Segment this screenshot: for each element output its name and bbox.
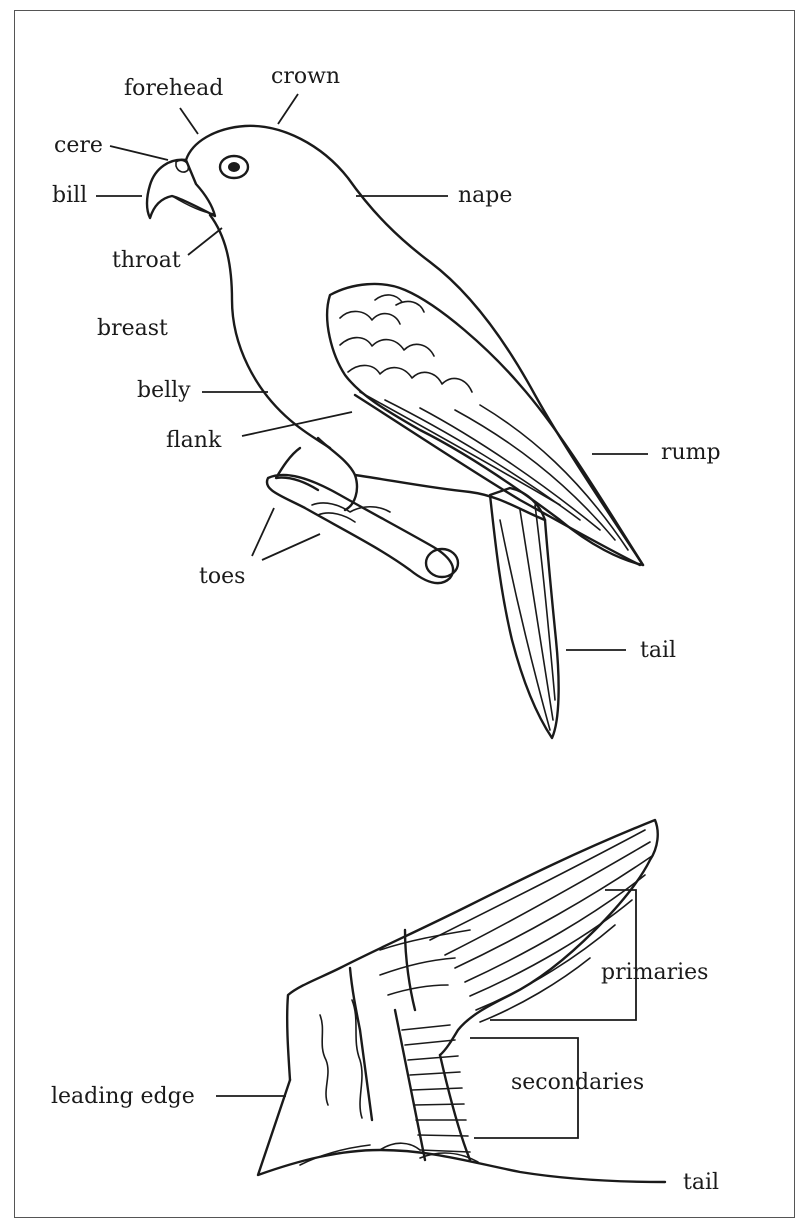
label-cere: cere bbox=[54, 135, 103, 157]
wing-drawing bbox=[258, 820, 665, 1182]
label-breast: breast bbox=[97, 318, 168, 340]
label-throat: throat bbox=[112, 250, 181, 272]
label-flank: flank bbox=[166, 430, 221, 452]
label-forehead: forehead bbox=[124, 78, 223, 100]
label-rump: rump bbox=[661, 442, 721, 464]
parrot-drawing bbox=[147, 126, 643, 738]
label-belly: belly bbox=[137, 380, 191, 402]
label-tail-top: tail bbox=[640, 640, 676, 662]
label-crown: crown bbox=[271, 66, 340, 88]
label-toes: toes bbox=[199, 566, 245, 588]
label-bill: bill bbox=[52, 185, 87, 207]
label-secondaries: secondaries bbox=[511, 1072, 644, 1094]
label-nape: nape bbox=[458, 185, 512, 207]
label-primaries: primaries bbox=[601, 962, 708, 984]
label-tail-bottom: tail bbox=[683, 1172, 719, 1194]
label-leading-edge: leading edge bbox=[51, 1086, 195, 1108]
